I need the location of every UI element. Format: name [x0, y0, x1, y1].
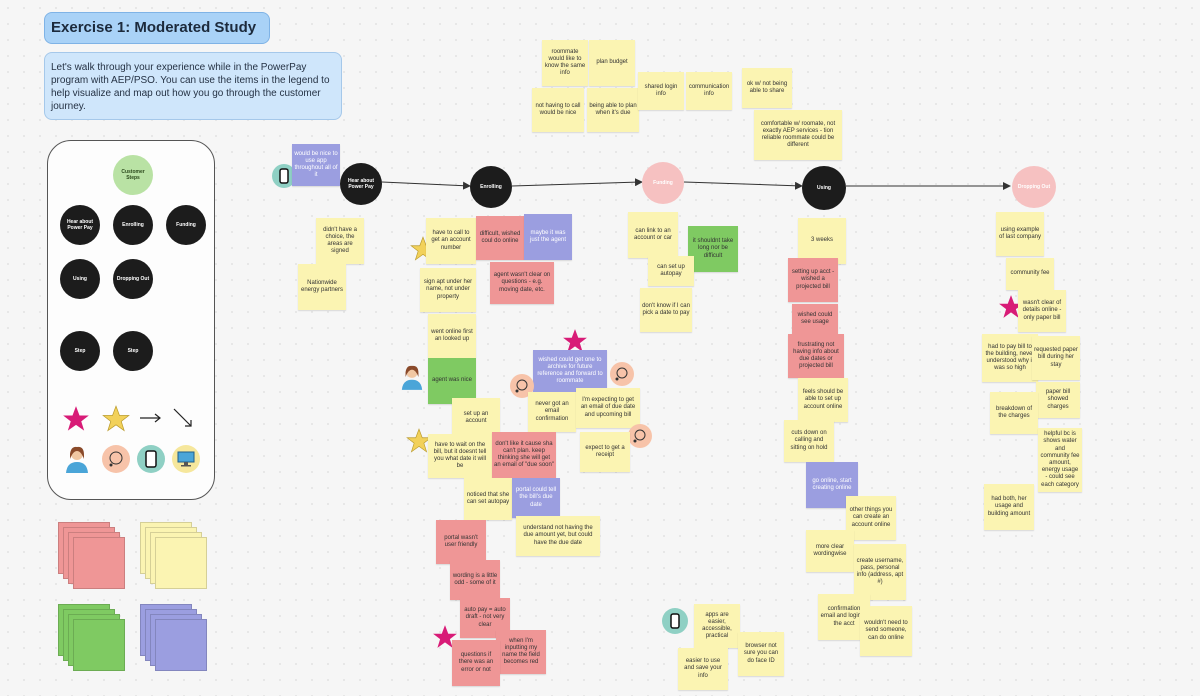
sticky-note[interactable]: expect to get a receipt — [580, 432, 630, 472]
sticky-note[interactable]: can link to an account or car — [628, 212, 678, 258]
sticky-note[interactable]: breakdown of the charges — [990, 392, 1038, 434]
sticky-note[interactable]: cuts down on calling and sitting on hold — [784, 420, 834, 462]
phone-icon — [662, 608, 688, 634]
legend-enrolling: Enrolling — [113, 205, 153, 245]
sticky-note[interactable]: I'm expecting to get an email of due dat… — [576, 388, 640, 428]
journey-step-funding[interactable]: Funding — [642, 162, 684, 204]
thought-bubble-icon — [102, 445, 130, 473]
sticky-note[interactable]: agent wasn't clear on questions - e.g. m… — [490, 262, 554, 304]
sticky-note[interactable]: setting up acct - wished a projected bil… — [788, 258, 838, 302]
sticky-note[interactable]: never got an email confirmation — [528, 392, 576, 432]
arrow-icon — [172, 407, 194, 429]
sticky-note[interactable]: would be nice to use app throughout all … — [292, 144, 340, 186]
purple-notes-stack[interactable] — [140, 604, 210, 674]
sticky-note[interactable]: sign apt under her name, not under prope… — [420, 268, 476, 312]
journey-step-using[interactable]: Using — [802, 166, 846, 210]
sticky-note[interactable]: difficult, wished coul do online — [476, 216, 524, 260]
intro-text: Let's walk through your experience while… — [44, 52, 342, 120]
journey-arrow — [511, 178, 643, 187]
sticky-note[interactable]: went online first an looked up — [428, 314, 476, 358]
sticky-note[interactable]: using example of last company — [996, 212, 1044, 256]
sticky-note[interactable]: other things you can create an account o… — [846, 496, 896, 540]
legend-panel: Customer Steps Hear about Power Pay Enro… — [47, 140, 215, 500]
sticky-note[interactable]: wording is a little odd - some of it — [450, 560, 500, 600]
green-notes-stack[interactable] — [58, 604, 128, 674]
journey-arrow — [381, 181, 471, 190]
legend-customer-steps: Customer Steps — [113, 155, 153, 195]
arrow-icon — [138, 411, 164, 425]
star-icon — [432, 624, 458, 650]
sticky-note[interactable]: 3 weeks — [798, 218, 846, 264]
red-notes-stack[interactable] — [58, 522, 128, 592]
sticky-note[interactable]: apps are easier, accessible, practical — [694, 604, 740, 648]
sticky-note[interactable]: roommate would like to know the same inf… — [542, 40, 588, 86]
sticky-note[interactable]: have to wait on the bill, but it doesnt … — [428, 434, 492, 478]
star-icon — [62, 405, 90, 433]
thought-bubble-icon — [628, 424, 652, 448]
sticky-note[interactable]: can set up autopay — [648, 256, 694, 286]
person-icon — [400, 364, 424, 390]
sticky-note[interactable]: had both, her usage and building amount — [984, 484, 1034, 530]
yellow-notes-stack[interactable] — [140, 522, 210, 592]
person-icon — [64, 445, 90, 473]
sticky-note[interactable]: more clear wordingwise — [806, 530, 854, 572]
sticky-note[interactable]: have to call to get an account number — [426, 218, 476, 264]
desktop-icon — [172, 445, 200, 473]
legend-using: Using — [60, 259, 100, 299]
sticky-note[interactable]: community fee — [1006, 258, 1054, 290]
sticky-note[interactable]: ok w/ not being able to share — [742, 68, 792, 108]
sticky-note[interactable]: being able to plan when it's due — [587, 88, 639, 132]
journey-step-enrolling[interactable]: Enrolling — [470, 166, 512, 208]
legend-hear: Hear about Power Pay — [60, 205, 100, 245]
sticky-note[interactable]: when I'm inputting my name the field bec… — [496, 630, 546, 674]
sticky-note[interactable]: feels should be able to set up account o… — [798, 378, 848, 422]
sticky-note[interactable]: maybe it was just the agent — [524, 214, 572, 260]
sticky-note[interactable]: easier to use and save your info — [678, 648, 728, 690]
sticky-note[interactable]: don't know if I can pick a date to pay — [640, 288, 692, 332]
star-icon — [102, 405, 130, 433]
sticky-note[interactable]: wouldn't need to send someone, can do on… — [860, 606, 912, 656]
legend-dropping: Dropping Out — [113, 259, 153, 299]
sticky-note[interactable]: Nationwide energy partners — [298, 264, 346, 310]
legend-funding: Funding — [166, 205, 206, 245]
sticky-note[interactable]: communication info — [686, 72, 732, 110]
journey-step-dropping[interactable]: Dropping Out — [1012, 166, 1056, 208]
sticky-note[interactable]: paper bill showed charges — [1036, 382, 1080, 418]
legend-step-2: Step — [113, 331, 153, 371]
legend-step-1: Step — [60, 331, 100, 371]
sticky-note[interactable]: comfortable w/ roomate, not exactly AEP … — [754, 110, 842, 160]
sticky-note[interactable]: shared login info — [638, 72, 684, 110]
sticky-note[interactable]: requested paper bill during her stay — [1032, 336, 1080, 380]
journey-arrow — [683, 181, 803, 190]
sticky-note[interactable]: create username, pass, personal info (ad… — [854, 544, 906, 600]
sticky-note[interactable]: agent was nice — [428, 358, 476, 404]
sticky-note[interactable]: wished could see usage — [792, 304, 838, 334]
sticky-note[interactable]: questions if there was an error or not — [452, 640, 500, 686]
sticky-note[interactable]: had to pay bill to the building, never u… — [982, 334, 1038, 382]
sticky-note[interactable]: browser not sure you can do face ID — [738, 632, 784, 676]
sticky-note[interactable]: set up an account — [452, 398, 500, 438]
sticky-note[interactable]: portal wasn't user friendly — [436, 520, 486, 564]
sticky-note[interactable]: plan budget — [589, 40, 635, 86]
sticky-note[interactable]: noticed that she can set autopay — [464, 478, 512, 520]
phone-icon — [137, 445, 165, 473]
sticky-note[interactable]: wished could get one to archive for futu… — [533, 350, 607, 392]
sticky-note[interactable]: not having to call would be nice — [532, 88, 584, 132]
star-icon — [562, 328, 588, 354]
sticky-note[interactable]: don't like it cause sha can't plan. keep… — [492, 432, 556, 478]
sticky-note[interactable]: didn't have a choice, the areas are sign… — [316, 218, 364, 264]
star-icon — [998, 294, 1024, 320]
sticky-note[interactable]: understand not having the due amount yet… — [516, 516, 600, 556]
sticky-note[interactable]: portal could tell the bill's due date — [512, 478, 560, 518]
page-title: Exercise 1: Moderated Study — [44, 12, 270, 44]
sticky-note[interactable]: frustrating not having info about due da… — [788, 334, 844, 378]
thought-bubble-icon — [610, 362, 634, 386]
sticky-note[interactable]: it shouldnt take long nor be difficult — [688, 226, 738, 272]
sticky-note[interactable]: wasn't clear of details online - only pa… — [1018, 290, 1066, 332]
journey-step-hear[interactable]: Hear about Power Pay — [340, 163, 382, 205]
sticky-note[interactable]: helpful bc is shows water and community … — [1038, 428, 1082, 492]
